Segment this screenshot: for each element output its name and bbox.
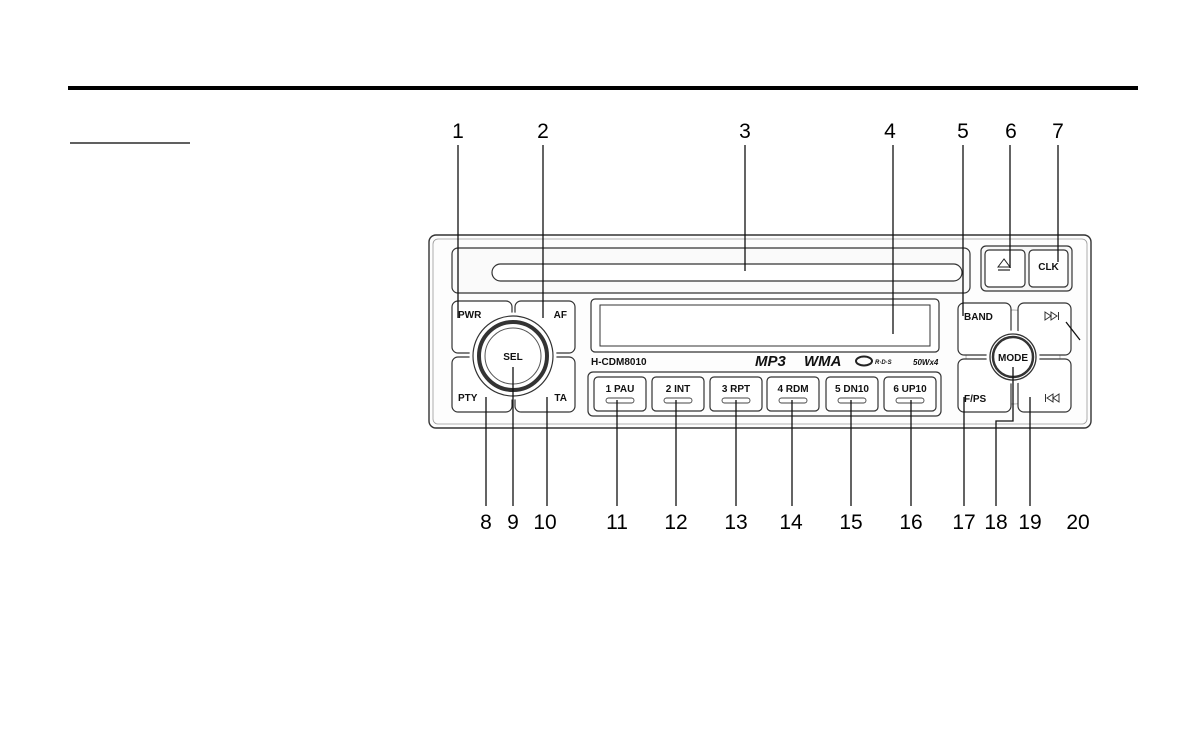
preset-indicator bbox=[778, 397, 808, 404]
callout-12: 12 bbox=[664, 511, 687, 534]
callout-16: 16 bbox=[899, 511, 922, 534]
callout-14: 14 bbox=[779, 511, 803, 534]
callout-9: 9 bbox=[507, 511, 519, 534]
callouts-bottom: 8 9 10 11 12 13 14 15 16 17 18 19 20 bbox=[480, 511, 1090, 534]
af-label: AF bbox=[554, 310, 567, 321]
wma-logo: WMA bbox=[804, 353, 842, 370]
mode-button[interactable]: MODE bbox=[986, 330, 1040, 384]
callout-11: 11 bbox=[606, 511, 628, 534]
presets-strip bbox=[587, 371, 942, 417]
ta-label: TA bbox=[554, 393, 567, 404]
preset-label: 2 INT bbox=[666, 384, 690, 395]
callout-10: 10 bbox=[533, 511, 556, 534]
mode-label: MODE bbox=[998, 353, 1028, 364]
sel-knob[interactable]: SEL bbox=[469, 312, 557, 400]
preset-indicator bbox=[895, 397, 925, 404]
preset-button-5[interactable]: 5 DN10 bbox=[825, 376, 879, 412]
callout-2: 2 bbox=[537, 120, 549, 143]
callout-5: 5 bbox=[957, 120, 969, 143]
sel-label: SEL bbox=[503, 352, 522, 363]
preset-label: 1 PAU bbox=[606, 384, 635, 395]
rds-text: R·D·S bbox=[875, 360, 892, 366]
callout-1: 1 bbox=[452, 120, 464, 143]
model-label: H-CDM8010 bbox=[591, 357, 647, 368]
preset-indicator bbox=[605, 397, 635, 404]
eject-icon bbox=[997, 258, 1011, 271]
callout-17: 17 bbox=[952, 511, 975, 534]
preset-label: 4 RDM bbox=[777, 384, 808, 395]
preset-button-4[interactable]: 4 RDM bbox=[766, 376, 820, 412]
callout-6: 6 bbox=[1005, 120, 1017, 143]
callout-19: 19 bbox=[1018, 511, 1041, 534]
preset-indicator bbox=[837, 397, 867, 404]
callout-18: 18 bbox=[984, 511, 1007, 534]
callout-15: 15 bbox=[839, 511, 862, 534]
callouts-top: 1 2 3 4 5 6 7 bbox=[452, 120, 1064, 143]
clk-button[interactable]: CLK bbox=[1028, 249, 1069, 288]
preset-label: 5 DN10 bbox=[835, 384, 869, 395]
next-track-icon bbox=[1044, 311, 1059, 321]
cd-slot[interactable] bbox=[451, 247, 971, 294]
mp3-logo: MP3 bbox=[755, 353, 787, 370]
band-label: BAND bbox=[964, 312, 993, 323]
preset-buttons: 1 PAU 2 INT 3 RPT 4 RDM 5 DN10 6 UP10 bbox=[593, 376, 937, 412]
pty-label: PTY bbox=[458, 393, 478, 404]
prev-track-icon bbox=[1045, 393, 1060, 403]
power-logo: 50Wx4 bbox=[913, 358, 939, 367]
preset-label: 3 RPT bbox=[722, 384, 750, 395]
preset-button-6[interactable]: 6 UP10 bbox=[883, 376, 937, 412]
rds-logo: R·D·S bbox=[855, 355, 892, 367]
callout-7: 7 bbox=[1052, 120, 1064, 143]
callout-8: 8 bbox=[480, 511, 492, 534]
header-rule bbox=[68, 86, 1138, 90]
fps-label: F/PS bbox=[964, 394, 987, 405]
callout-4: 4 bbox=[884, 120, 896, 143]
callout-20: 20 bbox=[1066, 511, 1089, 534]
clk-label: CLK bbox=[1038, 262, 1059, 273]
eject-button[interactable] bbox=[984, 249, 1026, 288]
callout-13: 13 bbox=[724, 511, 747, 534]
display bbox=[590, 298, 940, 353]
leader-lines bbox=[457, 145, 1081, 506]
callout-3: 3 bbox=[739, 120, 751, 143]
preset-button-1[interactable]: 1 PAU bbox=[593, 376, 647, 412]
preset-label: 6 UP10 bbox=[893, 384, 927, 395]
preset-indicator bbox=[663, 397, 693, 404]
pwr-label: PWR bbox=[458, 310, 482, 321]
preset-button-2[interactable]: 2 INT bbox=[651, 376, 705, 412]
